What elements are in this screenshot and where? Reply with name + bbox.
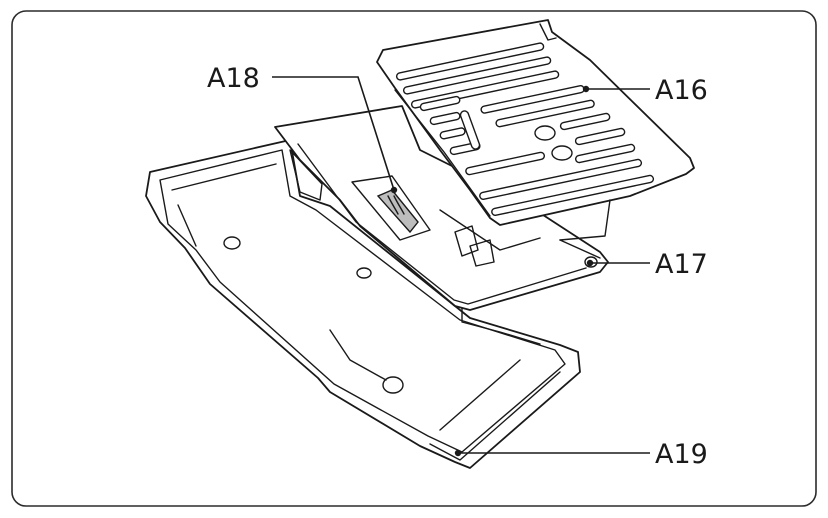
label-a18: A18: [207, 63, 260, 94]
callout-a16: A16: [582, 75, 708, 106]
label-a16: A16: [655, 75, 708, 106]
drip-grid: [376, 19, 695, 241]
callout-a18: A18: [207, 63, 398, 194]
callout-a17: A17: [586, 249, 708, 280]
diagram-frame: [11, 10, 817, 507]
drip-tray-base: [145, 139, 581, 469]
float-plate: [274, 105, 609, 311]
label-a17: A17: [655, 249, 708, 280]
latch-part: [376, 189, 419, 234]
callout-a19: A19: [454, 439, 708, 470]
label-a19: A19: [655, 439, 708, 470]
